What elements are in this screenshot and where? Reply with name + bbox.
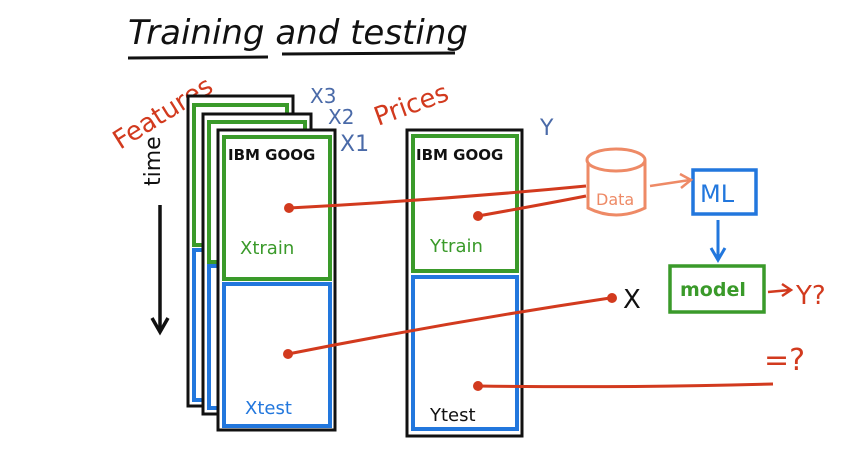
y-label: Y bbox=[539, 116, 554, 141]
time-arrow-head bbox=[150, 317, 170, 336]
ml-label: ML bbox=[700, 180, 735, 208]
data-to-ml-arrow-head bbox=[679, 172, 694, 189]
y-output-label: Y? bbox=[795, 281, 826, 311]
data-cylinder-body bbox=[586, 160, 647, 217]
y-header: IBM GOOG bbox=[416, 146, 503, 164]
prices-label: Prices bbox=[370, 78, 453, 133]
x2-label: X2 bbox=[328, 105, 354, 129]
xtrain-label: Xtrain bbox=[240, 238, 294, 259]
ytest-label: Ytest bbox=[429, 405, 476, 426]
xtest-label: Xtest bbox=[245, 398, 292, 419]
model-box bbox=[668, 264, 766, 314]
data-cylinder-top bbox=[585, 147, 647, 173]
title: Training and testing bbox=[128, 13, 468, 53]
model-to-y-arrow bbox=[767, 288, 791, 294]
x-dot bbox=[607, 293, 617, 303]
x-input-label: X bbox=[623, 285, 641, 315]
xtest-panel bbox=[222, 282, 332, 428]
ml-box bbox=[691, 168, 758, 216]
x1-label: X1 bbox=[340, 132, 369, 157]
model-to-y-arrow-head bbox=[781, 282, 794, 298]
xtest-to-x bbox=[287, 296, 611, 356]
x-header: IBM GOOG bbox=[228, 146, 315, 164]
xtrain-panel bbox=[222, 135, 332, 281]
ytrain-label: Ytrain bbox=[429, 236, 483, 257]
data-to-ml-arrow bbox=[649, 178, 691, 188]
data-store: Data bbox=[585, 147, 647, 217]
ytest-line bbox=[477, 382, 774, 389]
equals-question-label: =? bbox=[764, 343, 805, 378]
ml-to-model-arrow-head bbox=[709, 247, 727, 263]
model-label: model bbox=[680, 279, 746, 301]
title-underline-2 bbox=[281, 51, 456, 56]
y-sheet bbox=[405, 128, 524, 438]
ytrain-panel bbox=[411, 134, 519, 273]
time-label: time bbox=[141, 136, 166, 186]
xtrain-to-data bbox=[288, 184, 587, 210]
ytest-panel bbox=[411, 275, 519, 431]
ytrain-to-data bbox=[477, 194, 587, 218]
title-underline-1 bbox=[127, 55, 269, 60]
connectors bbox=[283, 184, 774, 391]
x3-label: X3 bbox=[310, 84, 336, 108]
data-label: Data bbox=[596, 190, 634, 209]
